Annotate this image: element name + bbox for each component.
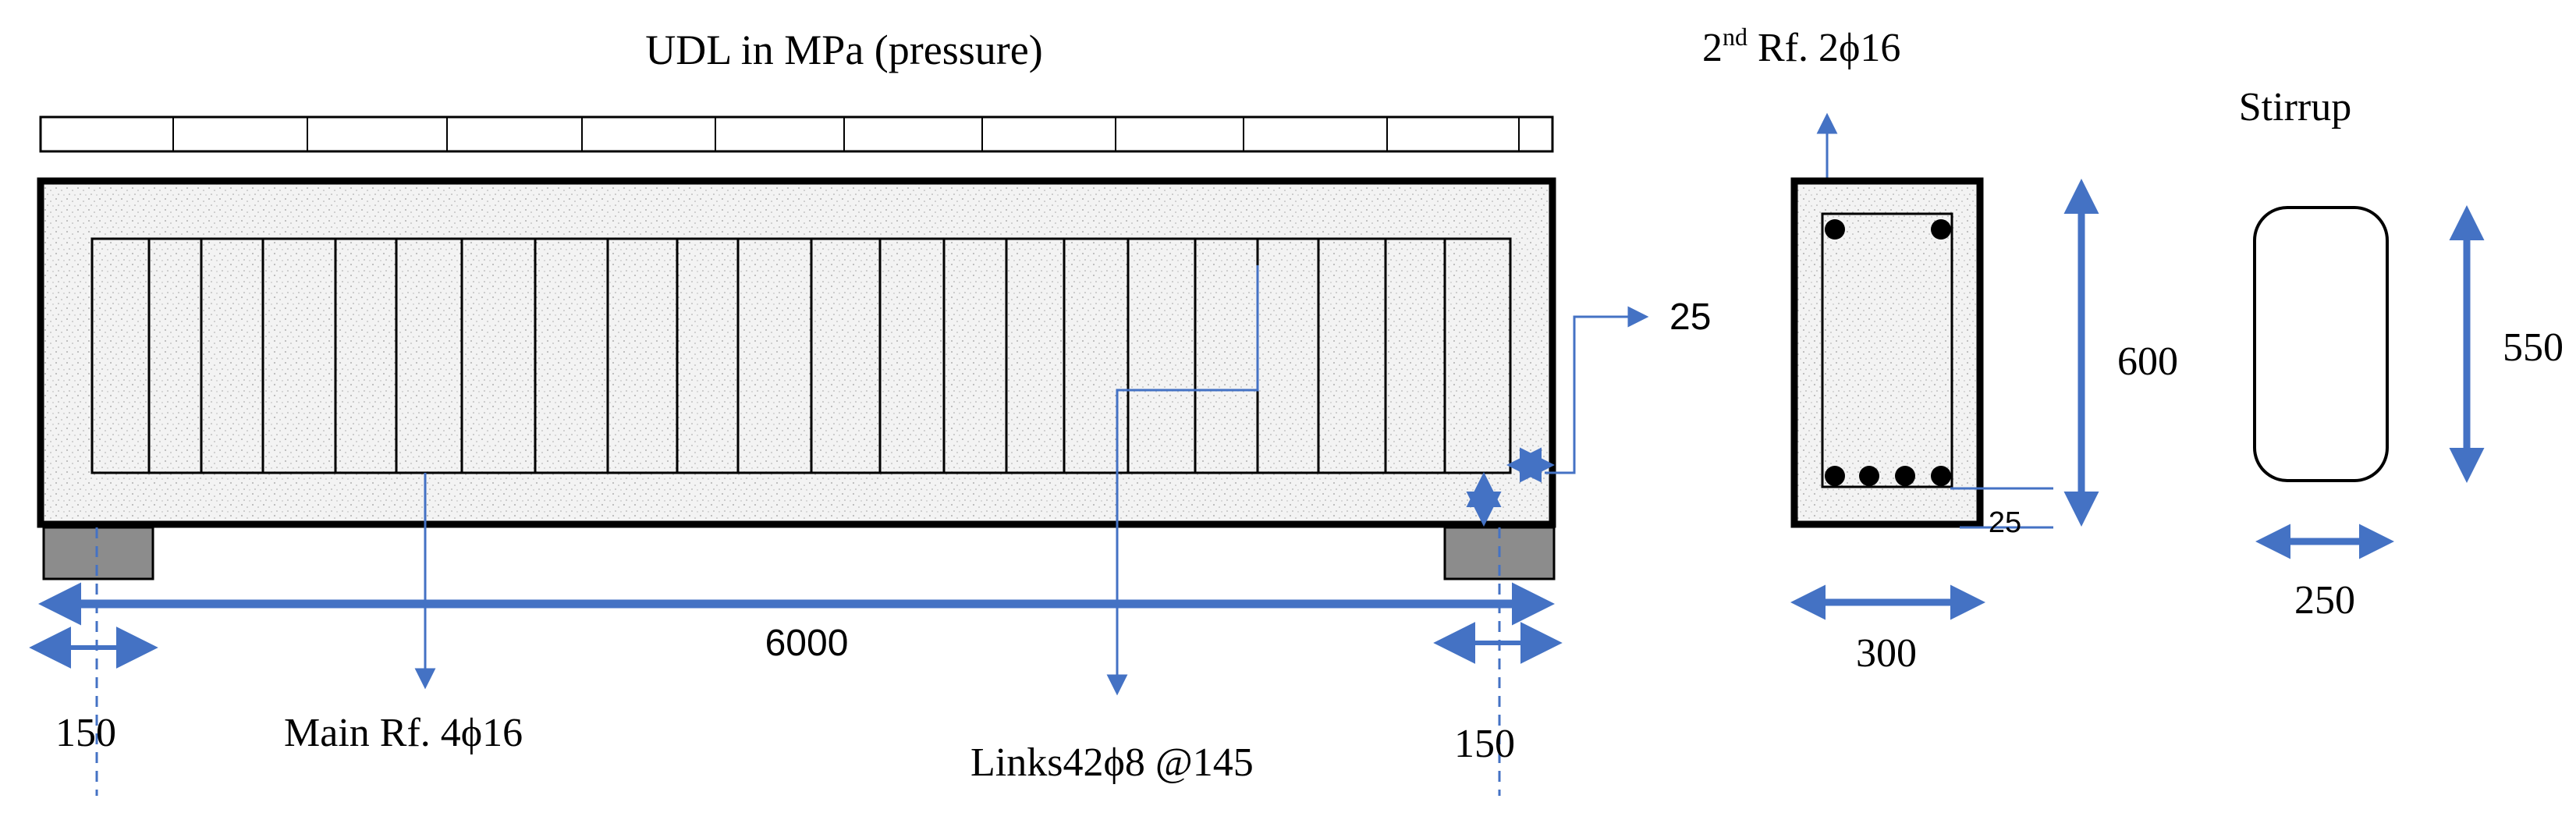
stirrup-width-label: 250 [2294, 578, 2355, 623]
second-rf-label: 2nd Rf. 2ϕ16 [1702, 23, 1900, 70]
span-dimension-label: 6000 [765, 623, 849, 664]
reinforcement-cage [90, 237, 1512, 474]
cover-leader [1545, 306, 1649, 474]
links-leader [1106, 265, 1259, 696]
support-right-label: 150 [1454, 722, 1515, 766]
support-left-label: 150 [55, 711, 116, 755]
section-bottom-bars [1825, 466, 1951, 486]
section-cover-label: 25 [1989, 506, 2021, 539]
stirrup-height-label: 550 [2503, 325, 2564, 370]
links-label: Links42ϕ8 @145 [970, 740, 1254, 785]
section-width-label: 300 [1856, 631, 1917, 676]
udl-label: UDL in MPa (pressure) [645, 27, 1042, 73]
stirrup-title: Stirrup [2239, 85, 2351, 130]
udl-load-strip [39, 115, 1554, 153]
support-left [42, 526, 154, 580]
section-concrete [1790, 177, 1984, 528]
section-depth-label: 600 [2117, 339, 2178, 384]
section-top-bars [1825, 219, 1951, 240]
main-rf-label: Main Rf. 4ϕ16 [284, 711, 523, 755]
cover-side-label: 25 [1669, 296, 1711, 338]
section-stirrup [1821, 212, 1953, 488]
stirrup-shape [2253, 206, 2389, 482]
